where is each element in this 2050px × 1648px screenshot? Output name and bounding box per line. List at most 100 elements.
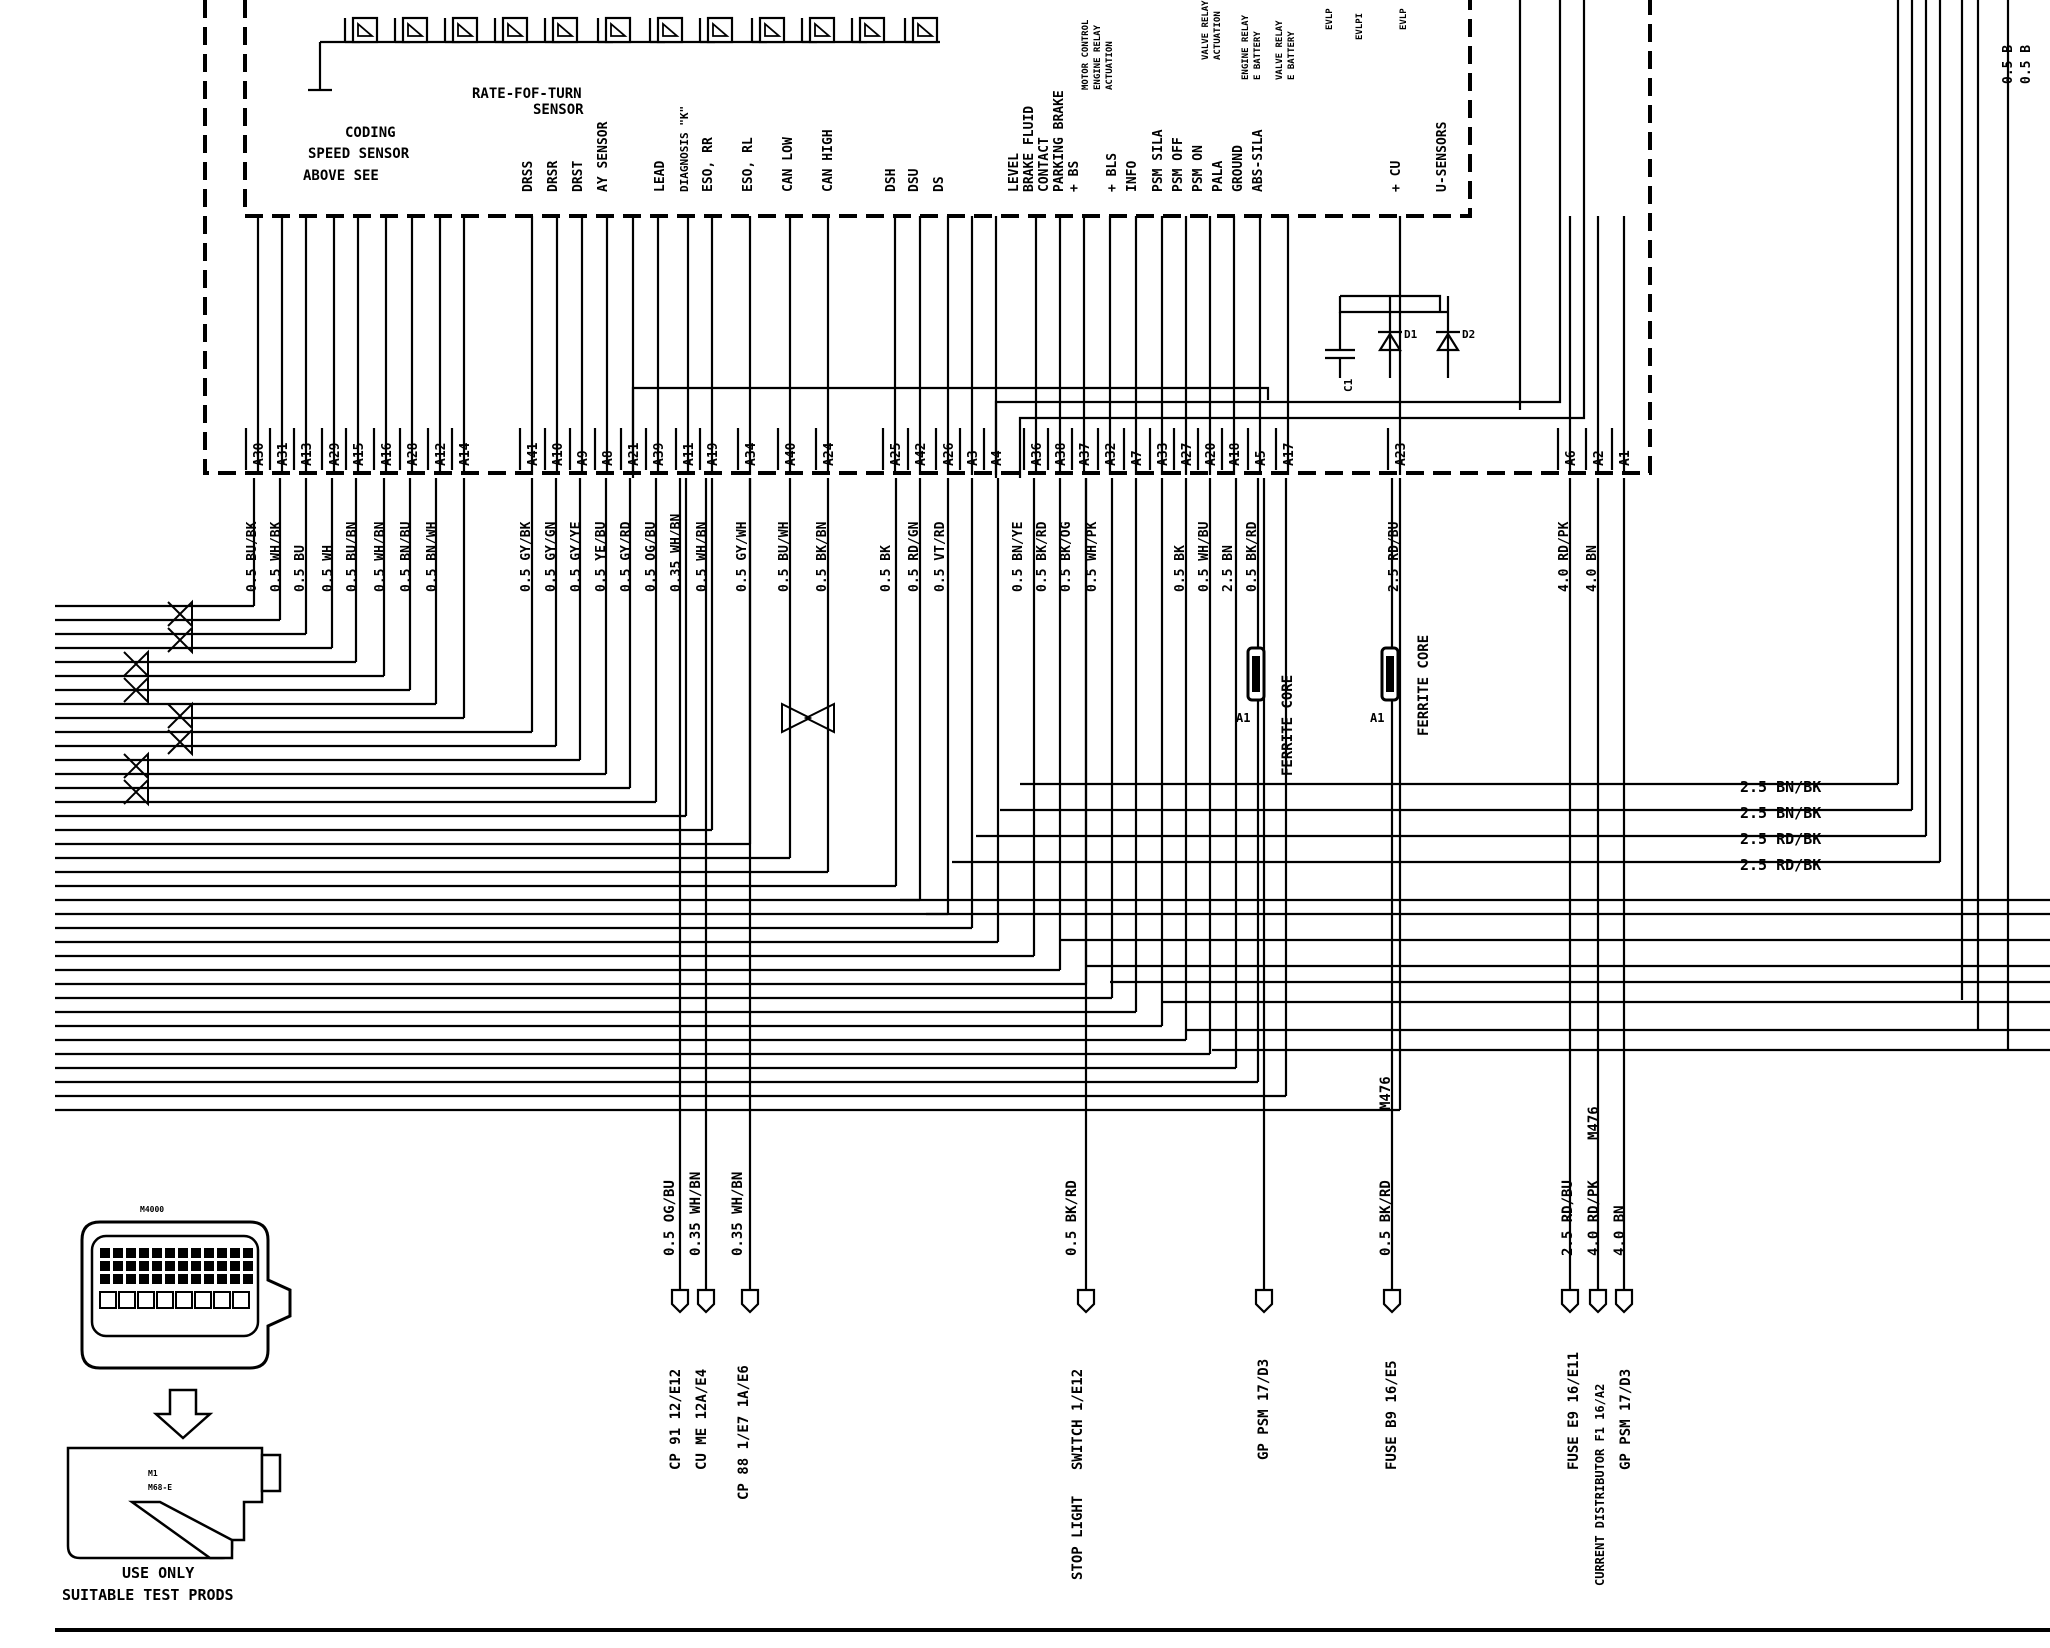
destination-label: GP PSM 17/D3: [1256, 1359, 1272, 1460]
ferrite-core-label: FERRITE CORE: [1416, 635, 1432, 736]
pin-label: DRSS: [521, 161, 536, 192]
twisted-pair-icon: [167, 599, 193, 629]
pin-label: U-SENSORS: [1435, 121, 1450, 192]
pin-label: DRST: [571, 161, 586, 192]
diode-d1-label: D1: [1404, 328, 1418, 341]
terminal-icon: [670, 1288, 690, 1314]
pin-number: A19: [706, 443, 721, 466]
pin-label: DS: [932, 176, 947, 192]
wire-label: 0.5 BK: [1173, 545, 1188, 592]
wire-label: 0.35 WH/BN: [669, 514, 684, 592]
pin-label: DSU: [907, 168, 922, 192]
diode-d2-icon: [1436, 331, 1460, 352]
relay-label: ENGINE RELAY: [1093, 24, 1103, 90]
pin-label: CAN LOW: [781, 137, 796, 192]
pin-number: A26: [942, 442, 957, 466]
connector-caption-2: SUITABLE TEST PRODS: [62, 1586, 234, 1604]
wire-label: 0.5 WH/BU: [1197, 521, 1212, 592]
relay-label: E BATTERY: [1253, 31, 1263, 80]
pin-number: A9: [576, 450, 591, 466]
wire-label: 0.5 BN/YE: [1011, 522, 1026, 592]
pin-number: A32: [1104, 443, 1119, 466]
relay-label: ENGINE RELAY: [1241, 14, 1251, 80]
bottom-wire-label: 4.0 RD/PK: [1586, 1180, 1602, 1256]
pin-number: A3: [966, 450, 981, 466]
edge-label: 0.5 B: [2001, 45, 2016, 84]
bottom-wire-label: 0.35 WH/BN: [688, 1172, 704, 1256]
pin-label: PARKING BRAKE: [1052, 90, 1067, 192]
pin-label: ESO, RR: [701, 137, 716, 192]
wire-label: 2.5 RD/BU: [1387, 521, 1402, 592]
pin-number: A8: [601, 450, 616, 466]
bottom-wire-label: 0.5 BK/RD: [1064, 1180, 1080, 1256]
right-wire-label: 2.5 RD/BK: [1740, 856, 1821, 874]
label-speed-sensor: SPEED SENSOR: [308, 146, 410, 162]
sensor-box-icon: [604, 16, 632, 44]
ecu-pin-labels: DRSS DRSR DRST AY SENSOR LEAD DIAGNOSIS …: [521, 90, 1450, 192]
sensor-box-icon: [351, 16, 379, 44]
diode-d1-icon: [1378, 331, 1402, 352]
destination-label: STOP LIGHT: [1070, 1496, 1086, 1580]
twisted-pair-icon: [123, 675, 149, 705]
twisted-pair-icon: [167, 625, 193, 655]
pin-number: A16: [380, 442, 395, 466]
pin-label: PSM ON: [1191, 145, 1206, 192]
wire-label: 0.5 WH: [321, 545, 336, 592]
pin-number: A4: [990, 450, 1005, 466]
wire-label: 0.5 RD/GN: [907, 521, 922, 592]
pin-number: A15: [352, 443, 367, 466]
destination-label: CURRENT DISTRIBUTOR F1 16/A2: [1593, 1384, 1607, 1586]
pin-number: A14: [458, 442, 473, 466]
relay-labels: MOTOR CONTROL ENGINE RELAY ACTUATION VAL…: [1081, 0, 1409, 90]
terminal-icon: [1588, 1288, 1608, 1314]
pin-label: + CU: [1389, 161, 1404, 192]
pin-number: A10: [551, 442, 566, 466]
pin-number: A6: [1564, 450, 1579, 466]
terminal-icon: [1382, 1288, 1402, 1314]
pin-number: A29: [328, 443, 343, 466]
relay-label: ACTUATION: [1213, 11, 1223, 60]
pin-number: A33: [1156, 443, 1171, 466]
twisted-pair-icon: [123, 777, 149, 807]
horizontal-wires: [55, 0, 2050, 1290]
pin-label: LEAD: [653, 161, 668, 192]
destination-label: CU ME 12A/E4: [694, 1369, 710, 1470]
edge-label: 0.5 B: [2019, 45, 2034, 84]
wire-label: 0.5 BU: [293, 545, 308, 592]
pin-number: A34: [744, 442, 759, 466]
pin-label: ABS-SILA: [1251, 129, 1266, 192]
ferrite-core-label: FERRITE CORE: [1280, 675, 1296, 776]
wire-label: 0.5 BN/BU: [399, 521, 414, 592]
wire-label: 0.5 BK: [879, 545, 894, 592]
pin-label: + BS: [1067, 161, 1082, 192]
right-wire-label: 2.5 RD/BK: [1740, 830, 1821, 848]
relay-label: EVLPI: [1355, 13, 1365, 40]
twisted-pair-icon: [781, 702, 835, 734]
pin-number: A12: [434, 443, 449, 466]
pin-label: DSH: [884, 169, 899, 192]
bottom-wire-label: M476: [1378, 1076, 1394, 1110]
destination-labels: CP 91 12/E12 CU ME 12A/E4 CP 88 1/E7 1A/…: [668, 1352, 1634, 1586]
wire-label: 0.5 GY/WH: [735, 522, 750, 592]
destination-label: CP 91 12/E12: [668, 1369, 684, 1470]
wire-label: 0.5 BU/BK: [245, 521, 260, 592]
terminal-icon: [1560, 1288, 1580, 1314]
upper-labels: RATE-FOF-TURN SENSOR CODING SPEED SENSOR…: [303, 86, 584, 184]
label-sensor: SENSOR: [533, 102, 584, 118]
pin-label: DIAGNOSIS "K": [678, 106, 691, 192]
connector-illustration: M4000 M1 M68-E USE ONLY SUITABLE TEST PR…: [62, 1205, 292, 1604]
probe-tag: M68-E: [148, 1483, 172, 1492]
bottom-wire-label: M476: [1586, 1106, 1602, 1140]
relay-label: E BATTERY: [1287, 31, 1297, 80]
twisted-pair-icon: [123, 649, 149, 679]
wire-label: 0.5 GY/BK: [519, 521, 534, 592]
label-above-see: ABOVE SEE: [303, 168, 379, 184]
pin-label: CAN HIGH: [821, 129, 836, 192]
arrow-down-icon: [152, 1388, 214, 1440]
bottom-wire-label: 0.5 OG/BU: [662, 1180, 678, 1256]
pin-label: PALA: [1211, 161, 1226, 192]
pin-number: A42: [914, 443, 929, 466]
capacitor-c1-label: C1: [1342, 378, 1355, 392]
vertical-wires: [256, 216, 1626, 475]
